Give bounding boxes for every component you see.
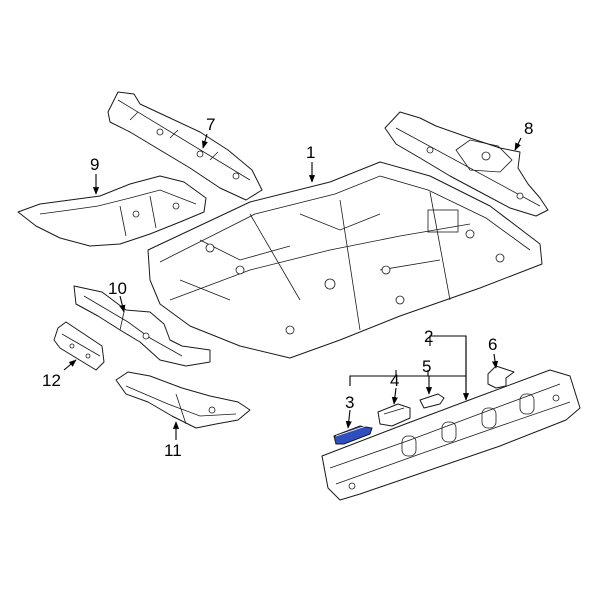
part-11-side-member[interactable]	[115, 371, 251, 429]
callout-1[interactable]: 1	[306, 143, 315, 162]
part-12-plate[interactable]	[53, 321, 105, 371]
callout-8[interactable]: 8	[524, 119, 533, 138]
callout-11[interactable]: 11	[164, 441, 182, 460]
callout-labels: 1 7 8 9 10 12 11 2 6 4 5 3	[42, 115, 533, 460]
part-5-plate[interactable]	[419, 393, 445, 409]
callout-2[interactable]: 2	[424, 327, 433, 346]
leader-lines	[63, 133, 522, 440]
callout-12[interactable]: 12	[42, 371, 61, 390]
callout-10[interactable]: 10	[108, 279, 127, 298]
part-10-bracket[interactable]	[73, 285, 211, 367]
part-2-rocker-panel[interactable]	[321, 369, 581, 501]
callout-3[interactable]: 3	[345, 393, 354, 412]
part-3-bracket-highlighted[interactable]	[333, 425, 373, 445]
part-1-floor-pan[interactable]	[147, 161, 543, 359]
part-8-crossmember[interactable]	[384, 111, 549, 217]
callout-9[interactable]: 9	[90, 155, 99, 174]
part-9-floor-side[interactable]	[17, 175, 207, 247]
callout-6[interactable]: 6	[488, 335, 497, 354]
part-4-bracket[interactable]	[377, 403, 411, 427]
callout-7[interactable]: 7	[206, 115, 215, 134]
callout-4[interactable]: 4	[390, 371, 399, 390]
part-6-clip[interactable]	[487, 365, 515, 389]
callout-5[interactable]: 5	[422, 357, 431, 376]
part-7-crossmember[interactable]	[107, 91, 263, 201]
